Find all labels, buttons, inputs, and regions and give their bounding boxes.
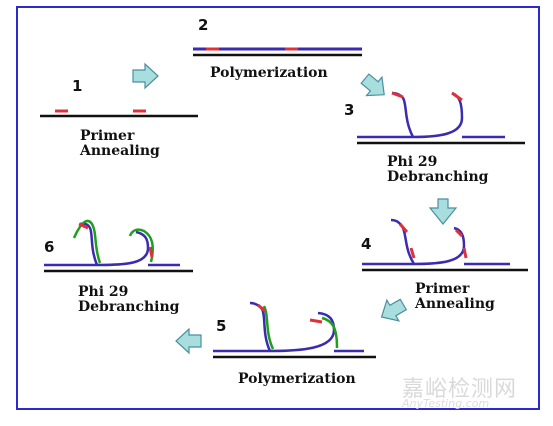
step3-label: Phi 29 Debranching [387, 155, 488, 185]
step3-label-line2: Debranching [387, 169, 489, 185]
step-number-4: 4 [361, 235, 372, 253]
step1-strands [40, 109, 198, 118]
step-number-6: 6 [44, 238, 55, 256]
step2-strands [193, 47, 362, 57]
step-number-3: 3 [344, 101, 355, 119]
step1-label-line1: Primer [80, 128, 135, 144]
watermark-cn: 嘉峪检测网 [402, 377, 518, 402]
step-number-2: 2 [198, 16, 209, 34]
step-number-1: 1 [72, 77, 83, 95]
step5-label-line1: Polymerization [238, 371, 356, 387]
step-number-5: 5 [216, 317, 227, 335]
arrow-3-to-4 [428, 198, 458, 225]
frame-border [16, 6, 540, 410]
step2-label: Polymerization [210, 66, 328, 81]
arrow-1-to-2 [132, 62, 159, 90]
step6-label-line2: Debranching [78, 299, 180, 315]
step5-label: Polymerization [238, 372, 356, 387]
step5-strands [213, 301, 376, 359]
arrow-4-to-5 [380, 298, 408, 322]
arrow-2-to-3 [360, 73, 385, 97]
step3-strands [357, 91, 525, 145]
step4-label-line2: Annealing [415, 296, 495, 312]
step6-label: Phi 29 Debranching [78, 285, 179, 315]
step3-label-line1: Phi 29 [387, 154, 438, 170]
step1-label-line2: Annealing [80, 143, 160, 159]
step4-strands [362, 218, 528, 272]
step4-label-line1: Primer [415, 281, 470, 297]
step2-label-line1: Polymerization [210, 65, 328, 81]
step4-label: Primer Annealing [415, 282, 495, 312]
step1-label: Primer Annealing [80, 129, 160, 159]
arrow-5-to-6 [175, 327, 202, 355]
step6-strands [44, 219, 193, 273]
watermark-en: AnyTesting.com [402, 397, 490, 410]
step6-label-line1: Phi 29 [78, 284, 129, 300]
